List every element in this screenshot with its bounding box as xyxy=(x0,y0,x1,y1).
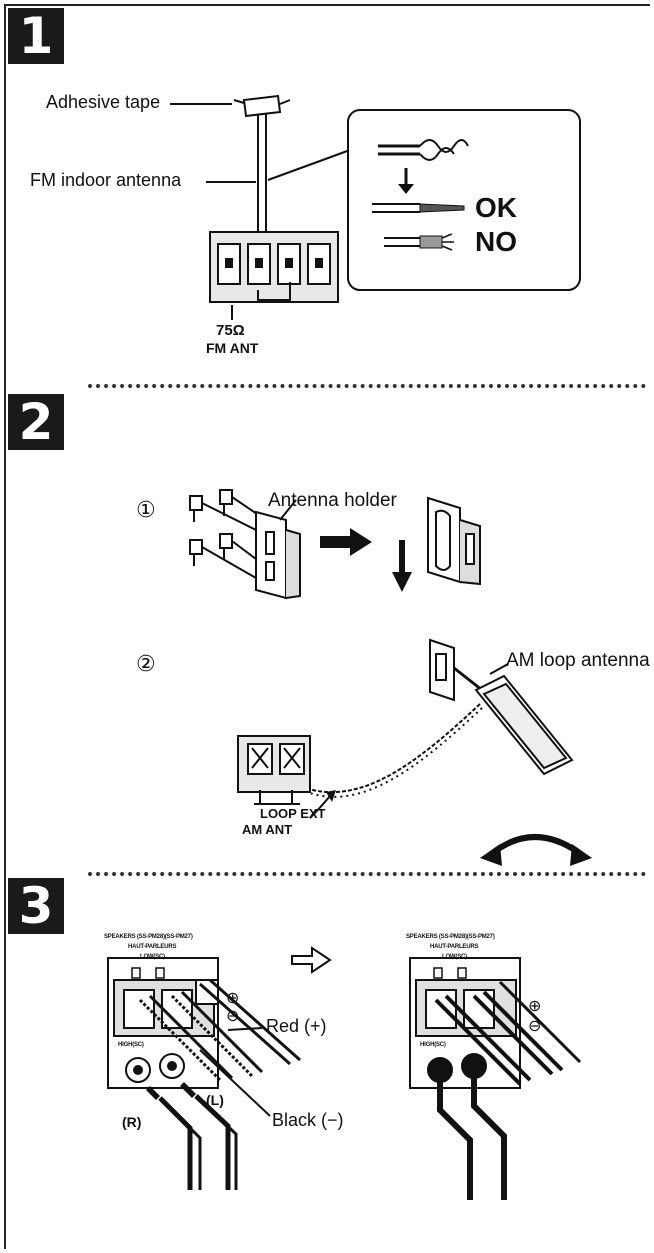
left-channel-label: (L) xyxy=(206,1092,224,1108)
black-wire-label: Black (−) xyxy=(272,1110,344,1130)
section-divider-2 xyxy=(88,872,646,876)
haut-parleurs-label-right: HAUT-PARLEURS xyxy=(430,944,479,950)
am-loop-antenna-label: AM loop antenna xyxy=(506,650,650,671)
minus-symbol-left: ⊖ xyxy=(226,1008,240,1025)
step-3-number: 3 xyxy=(8,878,64,934)
low-label-left: LOW(SC) xyxy=(140,954,165,960)
fm-indoor-antenna-label: FM indoor antenna xyxy=(30,170,182,190)
low-label-right: LOW(SC) xyxy=(442,954,467,960)
plus-symbol-right: ⊕ xyxy=(528,998,542,1015)
minus-symbol-right: ⊖ xyxy=(528,1018,542,1035)
adhesive-tape-label: Adhesive tape xyxy=(46,92,161,112)
red-wire-label: Red (+) xyxy=(266,1016,327,1036)
page-frame xyxy=(4,4,650,1249)
ok-label: OK xyxy=(475,192,517,223)
haut-parleurs-label-left: HAUT-PARLEURS xyxy=(128,944,177,950)
substep-2-marker: ② xyxy=(136,652,156,677)
high-label-left: HIGH(SC) xyxy=(118,1042,144,1048)
step-2-number: 2 xyxy=(8,394,64,450)
step-1-number: 1 xyxy=(8,8,64,64)
substep-1-marker: ① xyxy=(136,498,156,523)
right-channel-label: (R) xyxy=(122,1114,142,1130)
no-label: NO xyxy=(475,226,517,257)
speakers-panel-label-right: SPEAKERS (SS-PM28)(SS-PM27) xyxy=(406,934,495,940)
plus-symbol-left: ⊕ xyxy=(226,990,240,1007)
antenna-holder-label: Antenna holder xyxy=(268,490,397,511)
am-ant-label: AM ANT xyxy=(242,822,293,837)
high-label-right: HIGH(SC) xyxy=(420,1042,446,1048)
section-divider-1 xyxy=(88,384,646,388)
fm-ant-label: FM ANT xyxy=(206,340,259,356)
ohm-label: 75Ω xyxy=(216,322,245,339)
speakers-panel-label-left: SPEAKERS (SS-PM28)(SS-PM27) xyxy=(104,934,193,940)
loop-ext-label: LOOP EXT xyxy=(260,806,326,821)
